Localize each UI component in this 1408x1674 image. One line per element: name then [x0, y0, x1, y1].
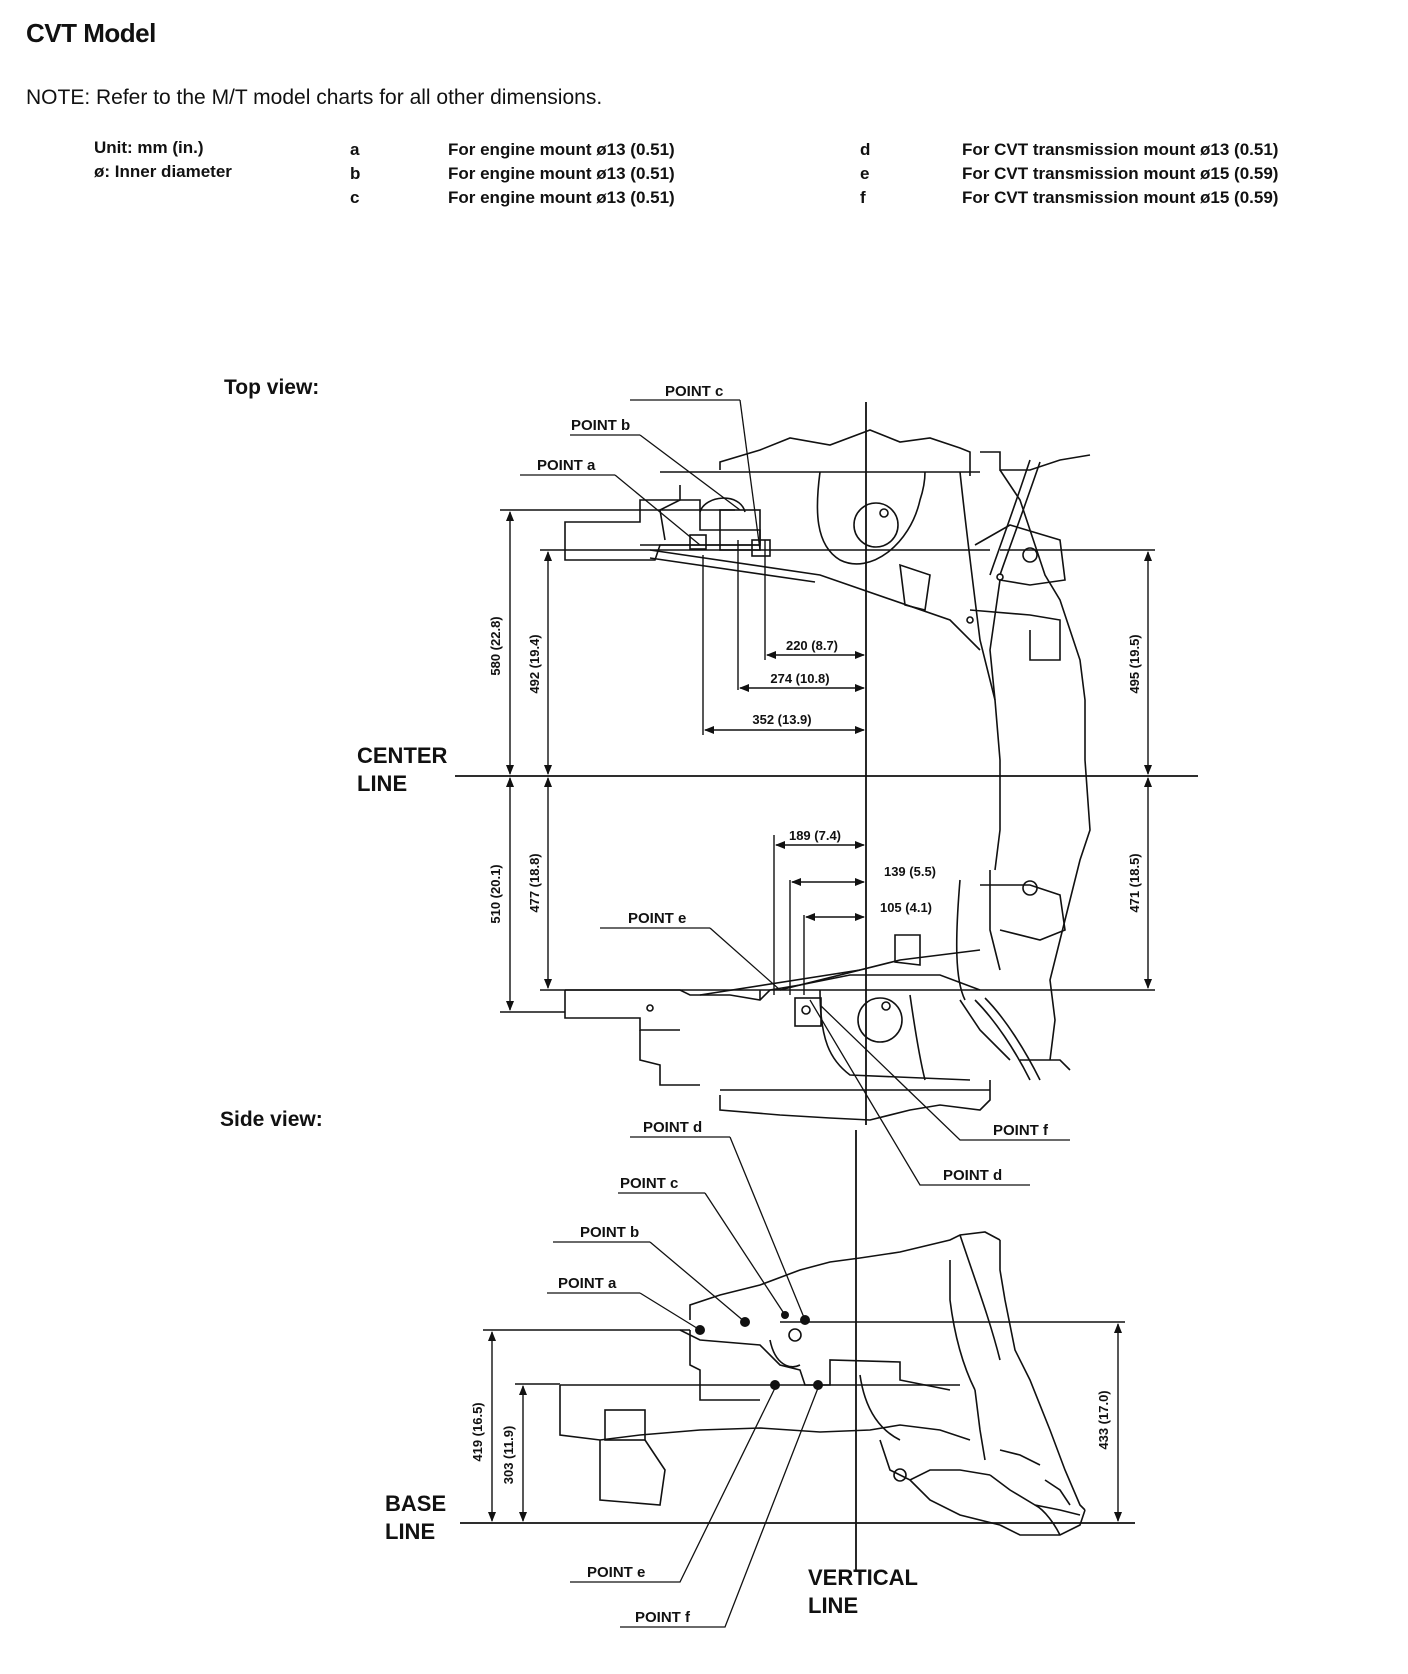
top-view-point-leaders: [520, 399, 1070, 1186]
dim-477-label: 477 (18.8): [527, 853, 542, 912]
side-view-point-labels: POINT d POINT c POINT b POINT a POINT e …: [558, 1119, 702, 1626]
side-point-e-label: POINT e: [587, 1564, 645, 1581]
side-point-a-label: POINT a: [558, 1275, 617, 1292]
top-view-outline: [564, 429, 1091, 1121]
legend-key-e: e: [860, 164, 870, 183]
legend-text-a: For engine mount ø13 (0.51): [448, 140, 675, 159]
dim-220-label: 220 (8.7): [786, 638, 838, 653]
side-view-outline: [559, 1231, 1086, 1536]
legend-text-b: For engine mount ø13 (0.51): [448, 164, 675, 183]
legend-text-d: For CVT transmission mount ø13 (0.51): [962, 140, 1279, 159]
legend-key-c: c: [350, 188, 360, 207]
side-view-reference-lines: [460, 1130, 1135, 1570]
top-view-label: Top view:: [224, 376, 320, 399]
dim-303-label: 303 (11.9): [501, 1426, 516, 1485]
side-view-dimension-arrows: [488, 1323, 1122, 1522]
side-view-extension-lines: [483, 1321, 1125, 1385]
top-view-reference-lines: [455, 402, 1198, 1125]
side-view-dimension-labels: 419 (16.5) 303 (11.9) 433 (17.0): [470, 1390, 1111, 1484]
dim-580-label: 580 (22.8): [488, 616, 503, 675]
top-view-dimension-arrows: [506, 511, 1152, 1011]
legend-text-f: For CVT transmission mount ø15 (0.59): [962, 188, 1279, 207]
vertical-line-label-1: VERTICAL: [808, 1565, 918, 1590]
dim-139-label: 139 (5.5): [884, 864, 936, 879]
legend-text-c: For engine mount ø13 (0.51): [448, 188, 675, 207]
dim-510-label: 510 (20.1): [488, 864, 503, 923]
legend-diameter: ø: Inner diameter: [94, 162, 232, 181]
legend-key-a: a: [350, 140, 360, 159]
vertical-line-label-2: LINE: [808, 1593, 859, 1618]
top-view-extension-lines: [500, 509, 1155, 1013]
side-point-f-label: POINT f: [635, 1609, 691, 1626]
dim-492-label: 492 (19.4): [527, 634, 542, 693]
legend-key-d: d: [860, 140, 871, 159]
legend-key-f: f: [860, 188, 866, 207]
side-view-point-leaders: [547, 1136, 819, 1628]
legend-key-b: b: [350, 164, 361, 183]
dim-105-label: 105 (4.1): [880, 900, 932, 915]
side-point-b-label: POINT b: [580, 1224, 639, 1241]
side-point-c-label: POINT c: [620, 1175, 678, 1192]
page-note: NOTE: Refer to the M/T model charts for …: [26, 86, 603, 109]
legend-text-e: For CVT transmission mount ø15 (0.59): [962, 164, 1279, 183]
top-view-point-labels: POINT c POINT b POINT a POINT e POINT f …: [537, 383, 1049, 1184]
base-line-label-2: LINE: [385, 1519, 436, 1544]
center-line-label-1: CENTER: [357, 743, 448, 768]
top-point-a-label: POINT a: [537, 457, 596, 474]
dim-189-label: 189 (7.4): [789, 828, 841, 843]
dim-419-label: 419 (16.5): [470, 1402, 485, 1461]
side-view-mount-marks: [695, 1311, 823, 1390]
side-view-label: Side view:: [220, 1108, 323, 1131]
top-view-dimension-labels: 580 (22.8) 492 (19.4) 495 (19.5) 220 (8.…: [488, 616, 1142, 923]
top-point-b-label: POINT b: [571, 417, 630, 434]
top-point-c-label: POINT c: [665, 383, 723, 400]
top-point-d-label: POINT d: [943, 1167, 1002, 1184]
top-point-e-label: POINT e: [628, 910, 686, 927]
center-line-label-2: LINE: [357, 771, 408, 796]
page-title: CVT Model: [26, 18, 156, 48]
dim-471-label: 471 (18.5): [1127, 853, 1142, 912]
legend-unit: Unit: mm (in.): [94, 138, 204, 157]
dim-495-label: 495 (19.5): [1127, 634, 1142, 693]
dim-352-label: 352 (13.9): [752, 712, 811, 727]
base-line-label-1: BASE: [385, 1491, 447, 1516]
top-point-f-label: POINT f: [993, 1122, 1049, 1139]
dim-274-label: 274 (10.8): [770, 671, 829, 686]
dim-433-label: 433 (17.0): [1096, 1390, 1111, 1449]
side-point-d-label: POINT d: [643, 1119, 702, 1136]
top-view-frame-lines: [649, 549, 981, 996]
